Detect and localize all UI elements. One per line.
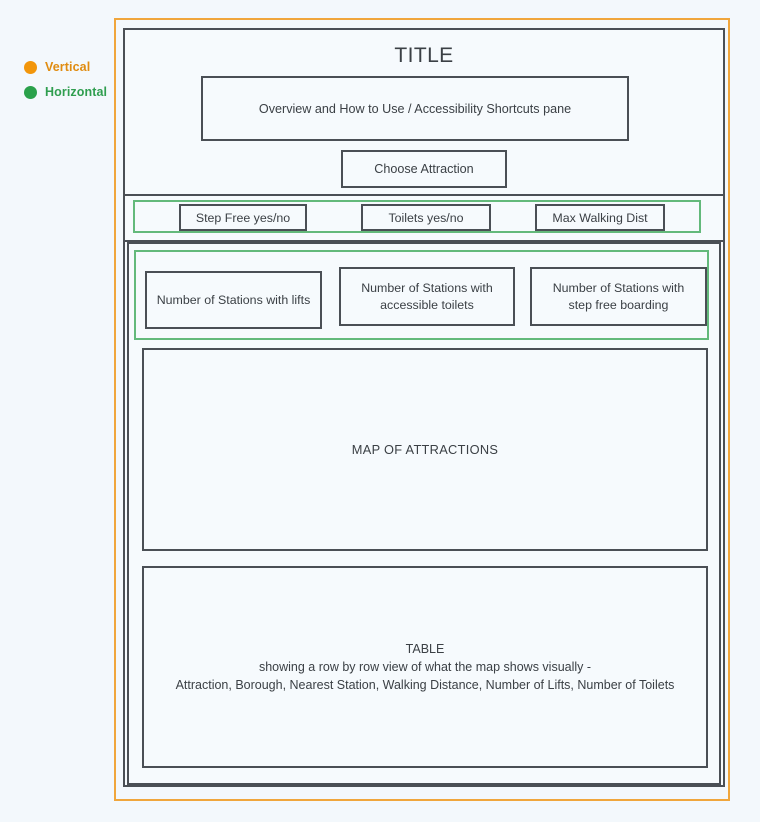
filter-toilets[interactable]: Toilets yes/no (361, 204, 491, 231)
orientation-legend: Vertical Horizontal (24, 60, 114, 110)
filters-band: Step Free yes/no Toilets yes/no Max Walk… (125, 196, 723, 242)
vertical-layout-frame (114, 18, 730, 801)
body-section: Number of Stations with lifts Number of … (127, 242, 721, 785)
map-panel[interactable]: MAP OF ATTRACTIONS (142, 348, 708, 551)
header-section: TITLE Overview and How to Use / Accessib… (125, 30, 723, 196)
filter-step-free[interactable]: Step Free yes/no (179, 204, 307, 231)
filter-max-walking-distance[interactable]: Max Walking Dist (535, 204, 665, 231)
table-panel[interactable]: TABLE showing a row by row view of what … (142, 566, 708, 768)
legend-label-horizontal: Horizontal (45, 85, 108, 99)
legend-item-vertical: Vertical (24, 60, 114, 74)
kpi-card-stations-with-step-free-boarding[interactable]: Number of Stations with step free boardi… (530, 267, 707, 326)
kpi-card-stations-with-lifts[interactable]: Number of Stations with lifts (145, 271, 322, 329)
overview-pane: Overview and How to Use / Accessibility … (201, 76, 629, 141)
choose-attraction-button[interactable]: Choose Attraction (341, 150, 507, 188)
legend-label-vertical: Vertical (45, 60, 91, 74)
filters-horizontal-group: Step Free yes/no Toilets yes/no Max Walk… (133, 200, 701, 233)
kpi-horizontal-group: Number of Stations with lifts Number of … (134, 250, 709, 340)
table-panel-description: TABLE showing a row by row view of what … (175, 641, 675, 693)
dashboard-container: TITLE Overview and How to Use / Accessib… (123, 28, 725, 787)
circle-icon (24, 60, 37, 74)
page-title: TITLE (394, 44, 454, 67)
kpi-card-stations-with-accessible-toilets[interactable]: Number of Stations with accessible toile… (339, 267, 515, 326)
legend-item-horizontal: Horizontal (24, 85, 114, 99)
circle-icon (24, 85, 37, 99)
